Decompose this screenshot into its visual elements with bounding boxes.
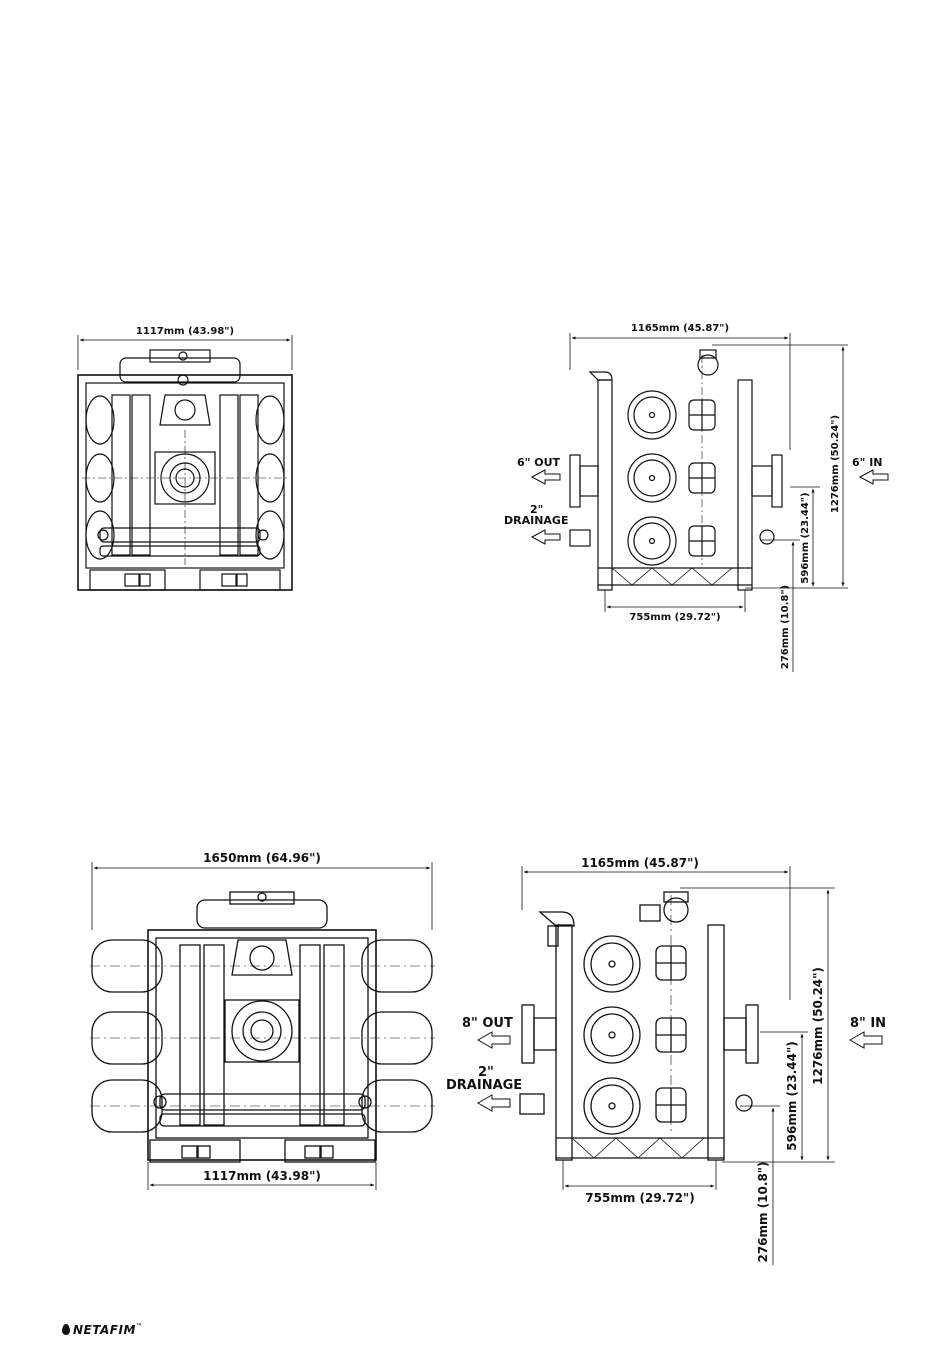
- water-drop-icon: [62, 1324, 70, 1335]
- view2-drain-label: DRAINAGE: [446, 1078, 522, 1093]
- view2-inlet-label: 8" IN: [850, 1016, 886, 1031]
- view2-outlet-label: 8" OUT: [462, 1016, 513, 1031]
- view2-side-inlet-height-dimension: 596mm (23.44"): [785, 1041, 799, 1150]
- view1-side-inlet-height-dimension: 596mm (23.44"): [800, 492, 811, 583]
- view2-top-width-dimension: 1650mm (64.96"): [203, 851, 321, 865]
- filter-top-view-large: [90, 862, 435, 1190]
- view1-side-height-dimension: 1276mm (50.24"): [830, 415, 841, 513]
- view1-top-width-dimension: 1117mm (43.98"): [136, 326, 234, 337]
- brand-name: NETAFIM: [73, 1323, 136, 1337]
- view1-inlet-label: 6" IN: [852, 456, 883, 469]
- view1-side-drain-height-dimension: 276mm (10.8"): [780, 585, 791, 669]
- view2-side-width-dimension: 1165mm (45.87"): [581, 856, 699, 870]
- view1-side-base-width-dimension: 755mm (29.72"): [629, 612, 720, 623]
- view1-side-width-dimension: 1165mm (45.87"): [631, 323, 729, 334]
- view2-side-drain-height-dimension: 276mm (10.8"): [756, 1161, 770, 1262]
- netafim-logo: NETAFIM™: [62, 1323, 142, 1337]
- view1-drain-label: DRAINAGE: [504, 514, 568, 527]
- trademark-mark: ™: [136, 1323, 143, 1330]
- view2-top-base-width-dimension: 1117mm (43.98"): [203, 1169, 321, 1183]
- view2-side-height-dimension: 1276mm (50.24"): [811, 967, 825, 1085]
- view2-side-base-width-dimension: 755mm (29.72"): [585, 1191, 694, 1205]
- filter-top-view-small: [78, 335, 292, 590]
- view1-outlet-label: 6" OUT: [517, 456, 560, 469]
